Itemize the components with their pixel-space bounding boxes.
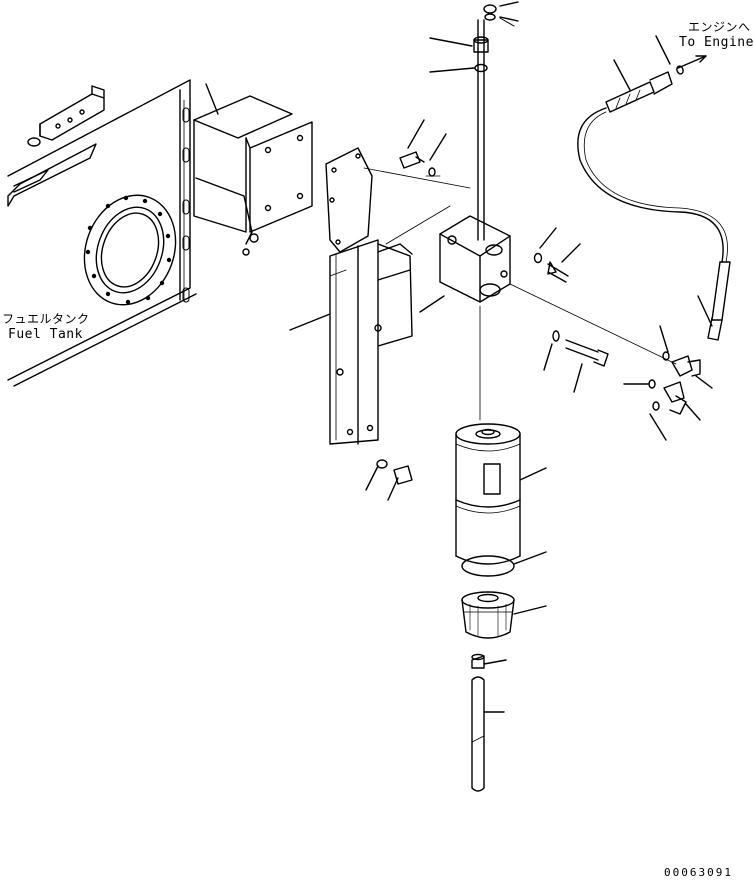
fuel-tank-label-jp: フュエルタンク — [2, 312, 90, 326]
bolt-left — [399, 119, 447, 177]
fuel-tank — [7, 79, 197, 387]
filter-cartridge — [455, 423, 547, 565]
air-vent-tube — [477, 1, 519, 241]
filter-head — [419, 215, 511, 313]
guide-lines — [363, 167, 677, 421]
drawing-code: 00063091 — [664, 866, 733, 879]
drain-plug — [471, 653, 507, 669]
bolt-right — [533, 227, 581, 283]
fuel-tank-label: Fuel Tank — [8, 327, 83, 342]
sediment-bowl — [461, 591, 547, 639]
tank-flange — [83, 194, 177, 306]
to-engine-label: To Engine — [679, 35, 754, 50]
mounting-bracket — [193, 83, 313, 256]
fuel-hose — [577, 35, 731, 341]
tank-top-bracket — [7, 85, 105, 207]
bolt-top — [429, 36, 489, 73]
long-bolt — [543, 330, 609, 393]
plate-bracket — [289, 147, 413, 445]
o-ring — [461, 551, 547, 577]
elbow-fitting-upper — [659, 325, 713, 389]
drain-hose — [471, 676, 505, 792]
leader-lines — [499, 17, 515, 27]
elbow-fitting-lower — [623, 379, 701, 441]
to-engine-label-jp: エンジンへ — [688, 20, 751, 34]
to-engine-arrow — [676, 55, 707, 75]
bracket-bolt-lower — [365, 459, 413, 501]
